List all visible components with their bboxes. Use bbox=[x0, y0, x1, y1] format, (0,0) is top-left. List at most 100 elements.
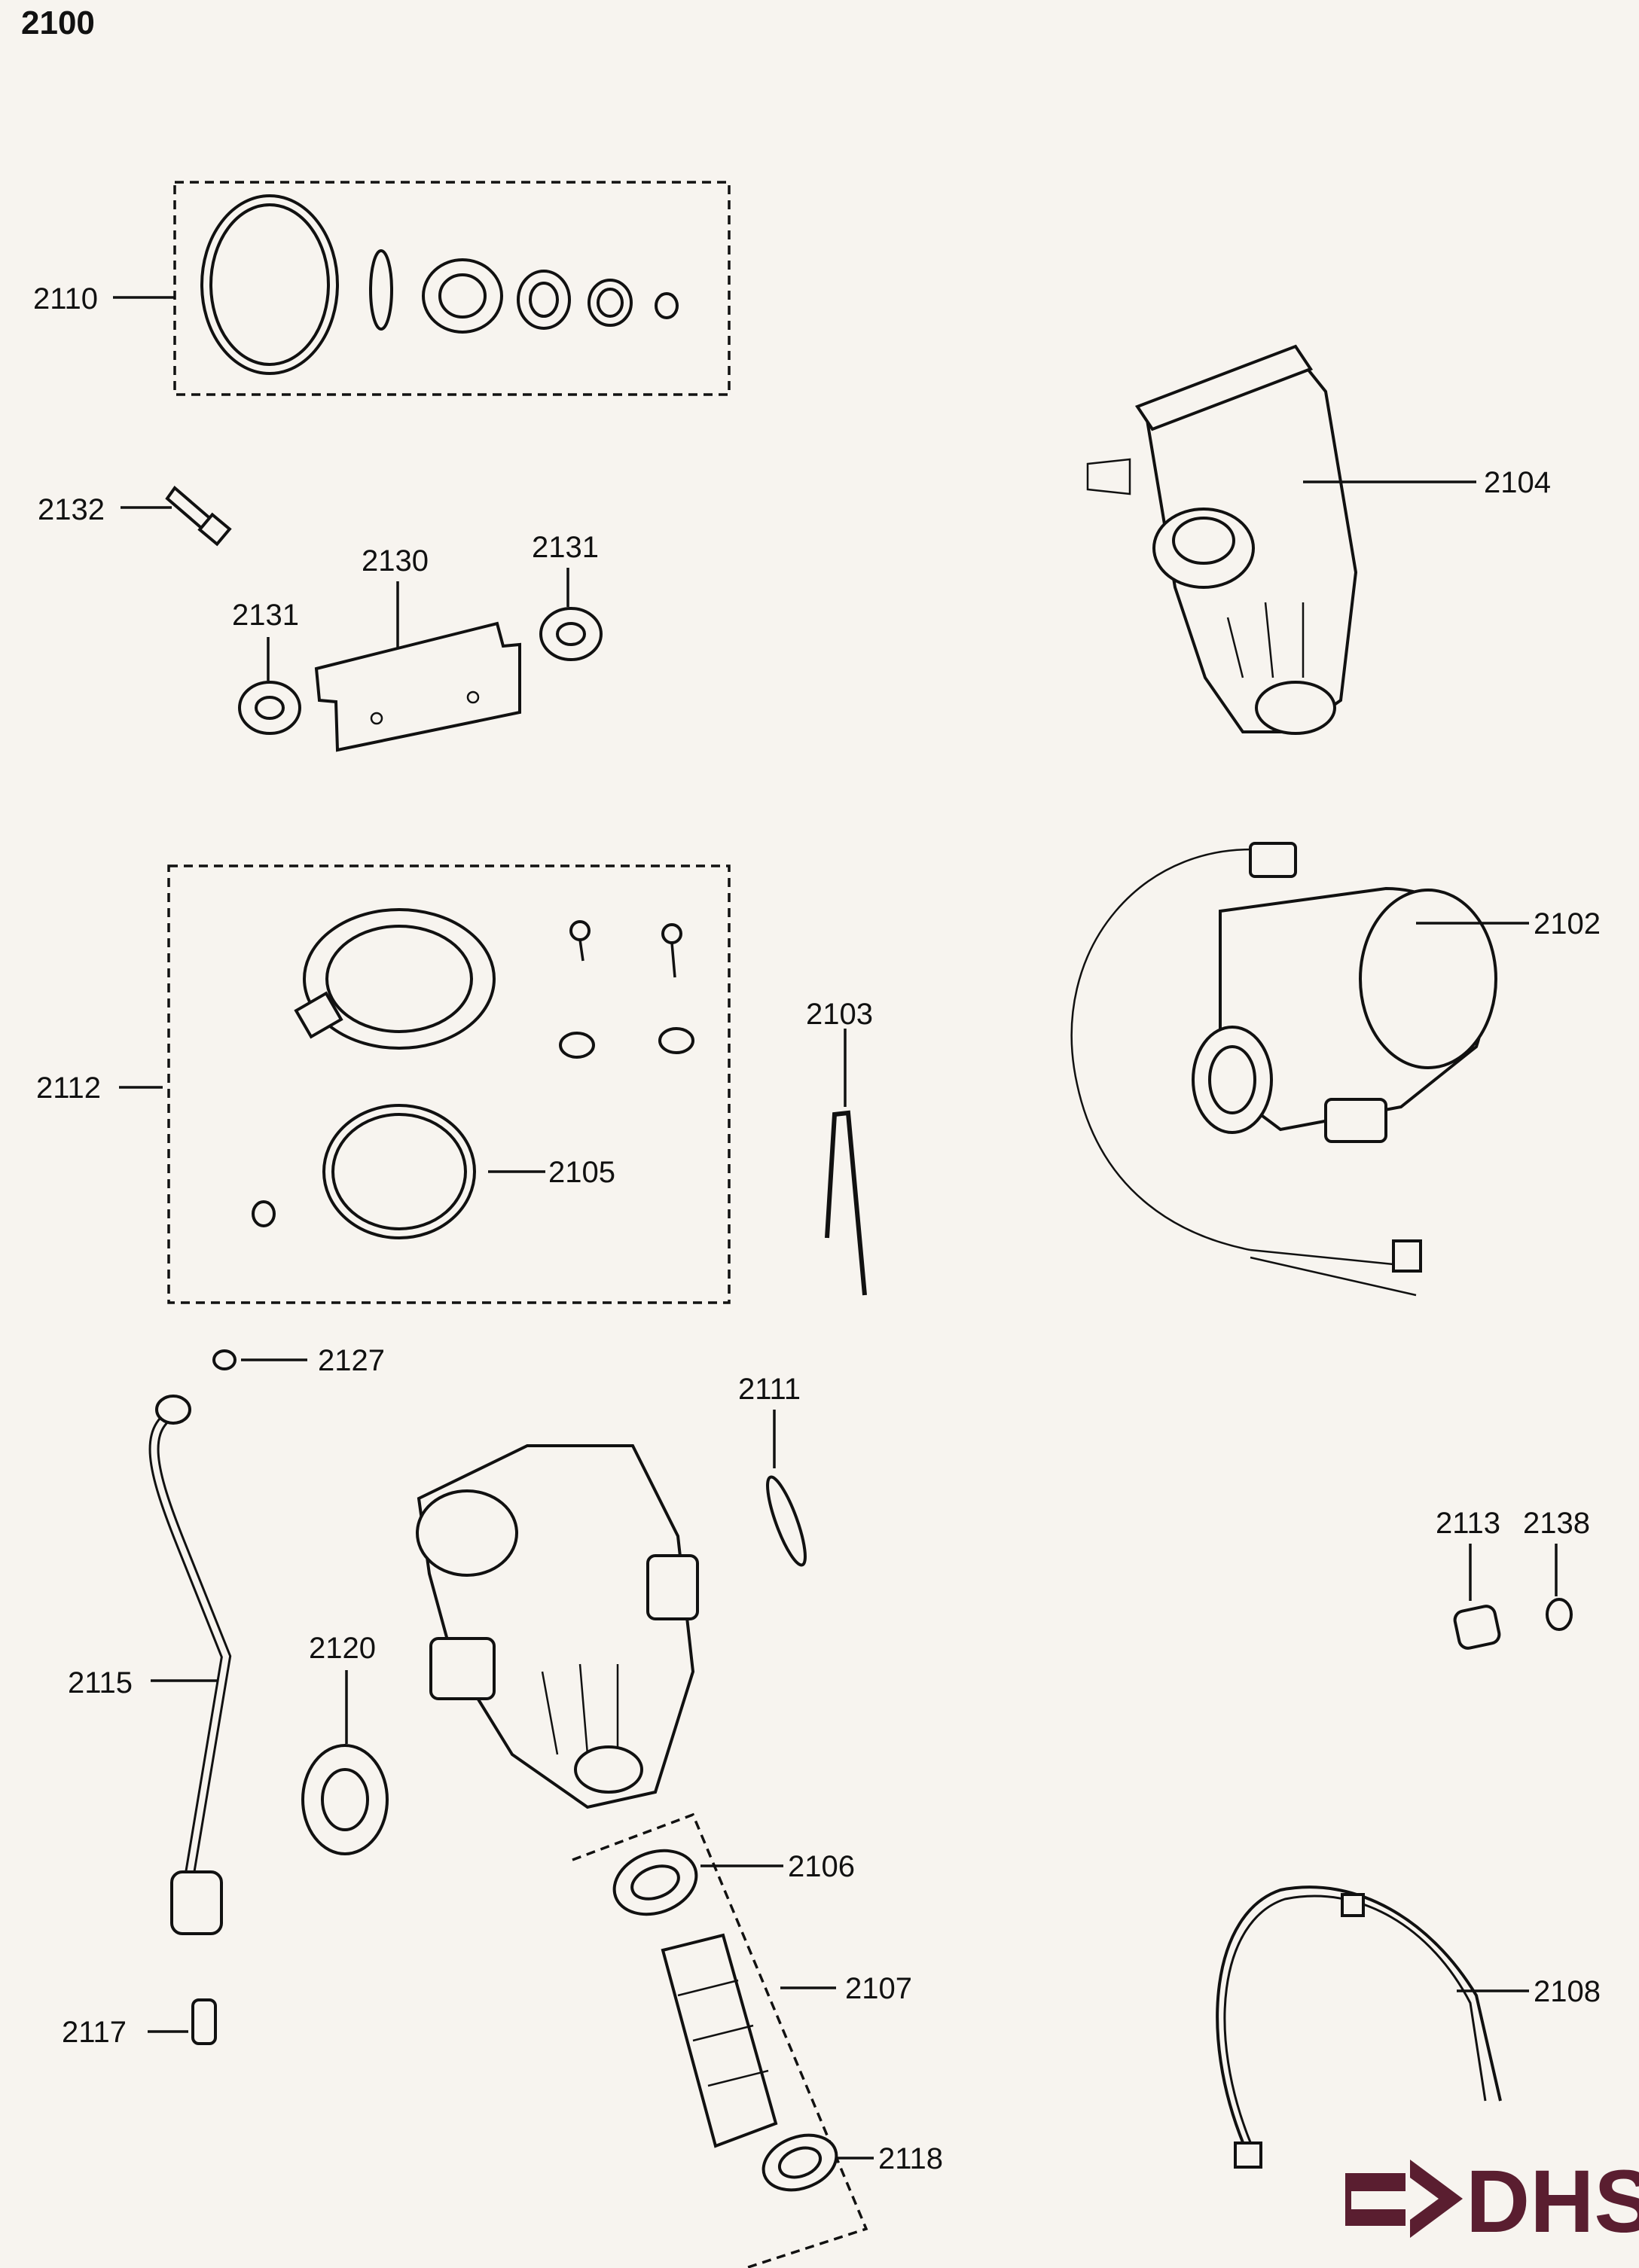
screw-small-2 bbox=[661, 923, 682, 978]
part-label-2108: 2108 bbox=[1534, 1975, 1601, 2008]
motor-connector bbox=[1392, 1239, 1422, 1273]
pipe-2115: 2115 bbox=[68, 1395, 232, 1935]
part-label-2107: 2107 bbox=[845, 1972, 912, 2005]
hairpin-2103: 2103 bbox=[806, 998, 873, 1296]
housing-ribs bbox=[1226, 602, 1305, 678]
valve-kit-2106-2107-2118: 2106 2107 2118 bbox=[572, 1812, 943, 2268]
screw-shank bbox=[670, 942, 676, 978]
wire-harness-2108: 2108 bbox=[1216, 1885, 1601, 2169]
motor-cable bbox=[1070, 849, 1274, 1251]
pump-housing-2104: 2104 bbox=[1086, 344, 1551, 735]
shaft-seal-inner bbox=[438, 273, 487, 319]
valve-cartridge-ribs bbox=[677, 1979, 769, 2087]
part-label-2112: 2112 bbox=[36, 1072, 101, 1105]
tiny-ring bbox=[655, 292, 679, 319]
grommet-2131-right: 2131 bbox=[532, 531, 603, 661]
seal-kit-box bbox=[173, 181, 731, 396]
part-label-2102: 2102 bbox=[1534, 907, 1601, 940]
cover-o-ring-inner bbox=[331, 1113, 467, 1230]
nut-2 bbox=[658, 1027, 694, 1054]
part-label-2127: 2127 bbox=[318, 1344, 385, 1377]
part-label-2110: 2110 bbox=[33, 282, 98, 316]
motor-leads bbox=[1250, 1248, 1417, 1297]
valve-seal-bottom-inner bbox=[777, 2146, 823, 2179]
part-label-2131-right: 2131 bbox=[532, 531, 599, 564]
o-ring-2111: 2111 bbox=[738, 1373, 807, 1567]
screw-head bbox=[661, 923, 682, 944]
harness-connector bbox=[1234, 2141, 1262, 2169]
part-label-2106: 2106 bbox=[788, 1850, 855, 1883]
logo-mark-bars bbox=[1345, 2173, 1406, 2226]
motor-2102: 2102 bbox=[1070, 842, 1601, 1297]
housing-outlet bbox=[1255, 681, 1336, 735]
grommet-hole bbox=[255, 696, 285, 720]
pump-head-ribs bbox=[541, 1663, 619, 1755]
logo-text: DHS bbox=[1466, 2152, 1639, 2251]
harness-wire-2 bbox=[1223, 1895, 1487, 2147]
bracket-2130: 2130 bbox=[314, 544, 521, 752]
bracket-hole-1 bbox=[370, 712, 383, 725]
pump-head-assembly bbox=[416, 1444, 699, 1809]
screw-2132: 2132 bbox=[38, 486, 232, 547]
front-cover-opening bbox=[325, 925, 473, 1033]
housing-fitting bbox=[1086, 458, 1131, 495]
bypass-pipe bbox=[148, 1408, 232, 1884]
pump-head-inlet bbox=[429, 1637, 496, 1700]
nut-1 bbox=[559, 1032, 595, 1059]
seal-ring-inner bbox=[529, 282, 559, 318]
seal-2138: 2138 bbox=[1523, 1507, 1590, 1631]
part-label-2138: 2138 bbox=[1523, 1507, 1590, 1540]
thin-o-ring bbox=[369, 249, 393, 331]
part-label-2103: 2103 bbox=[806, 998, 873, 1031]
tiny-seal bbox=[212, 1349, 237, 1370]
pipe-bottom-nut bbox=[170, 1870, 223, 1935]
lip-seal-inner bbox=[321, 1768, 369, 1831]
housing-flange bbox=[1134, 344, 1314, 431]
part-label-2104: 2104 bbox=[1484, 466, 1551, 499]
large-o-ring-inner bbox=[209, 203, 330, 366]
harness-clip bbox=[1341, 1893, 1365, 1917]
part-label-2115: 2115 bbox=[68, 1666, 133, 1699]
part-label-2117: 2117 bbox=[62, 2016, 127, 2049]
cover-kit-2112: 2105 2112 bbox=[36, 864, 731, 1304]
pump-head-flange bbox=[416, 1489, 518, 1577]
harness-wire-1 bbox=[1216, 1885, 1502, 2147]
seal-2127: 2127 bbox=[212, 1344, 385, 1377]
screw-head bbox=[569, 920, 591, 941]
screw-shank bbox=[578, 939, 584, 962]
part-label-2118: 2118 bbox=[878, 2142, 943, 2175]
housing-port-inner bbox=[1172, 517, 1235, 565]
small-seal bbox=[252, 1200, 276, 1227]
bracket-hole-2 bbox=[466, 690, 480, 704]
pump-head-outlet bbox=[646, 1554, 699, 1620]
screw-head bbox=[197, 512, 232, 547]
motor-threaded-fitting bbox=[1324, 1098, 1387, 1143]
fitting-2117: 2117 bbox=[62, 1998, 217, 2049]
motor-front-port-inner bbox=[1208, 1045, 1256, 1114]
small-o-ring bbox=[1546, 1598, 1573, 1631]
part-label-2132: 2132 bbox=[38, 493, 105, 526]
small-ring-inner bbox=[597, 288, 624, 318]
part-label-2111: 2111 bbox=[738, 1373, 801, 1406]
part-label-2113: 2113 bbox=[1436, 1507, 1500, 1540]
page-title: 2100 bbox=[21, 5, 95, 41]
o-ring bbox=[766, 1475, 807, 1567]
valve-kit-box bbox=[572, 1812, 868, 2268]
part-label-2130: 2130 bbox=[362, 544, 429, 578]
motor-end-cap bbox=[1359, 889, 1497, 1069]
screw-small-1 bbox=[569, 920, 591, 962]
fitting-body bbox=[191, 1998, 217, 2045]
part-label-2120: 2120 bbox=[309, 1632, 376, 1665]
seal-kit-2110: 2110 bbox=[33, 181, 731, 396]
bushing bbox=[1453, 1605, 1501, 1650]
seal-2120: 2120 bbox=[301, 1632, 389, 1855]
grommet-2131-left: 2131 bbox=[232, 599, 301, 735]
valve-seal-top-inner bbox=[630, 1864, 680, 1901]
bushing-2113: 2113 bbox=[1436, 1507, 1501, 1650]
valve-cartridge bbox=[661, 1933, 778, 2148]
pump-head-bore bbox=[574, 1745, 643, 1794]
pipe-top-nut bbox=[155, 1395, 191, 1425]
grommet-hole bbox=[556, 622, 586, 646]
part-label-2131-left: 2131 bbox=[232, 599, 299, 632]
